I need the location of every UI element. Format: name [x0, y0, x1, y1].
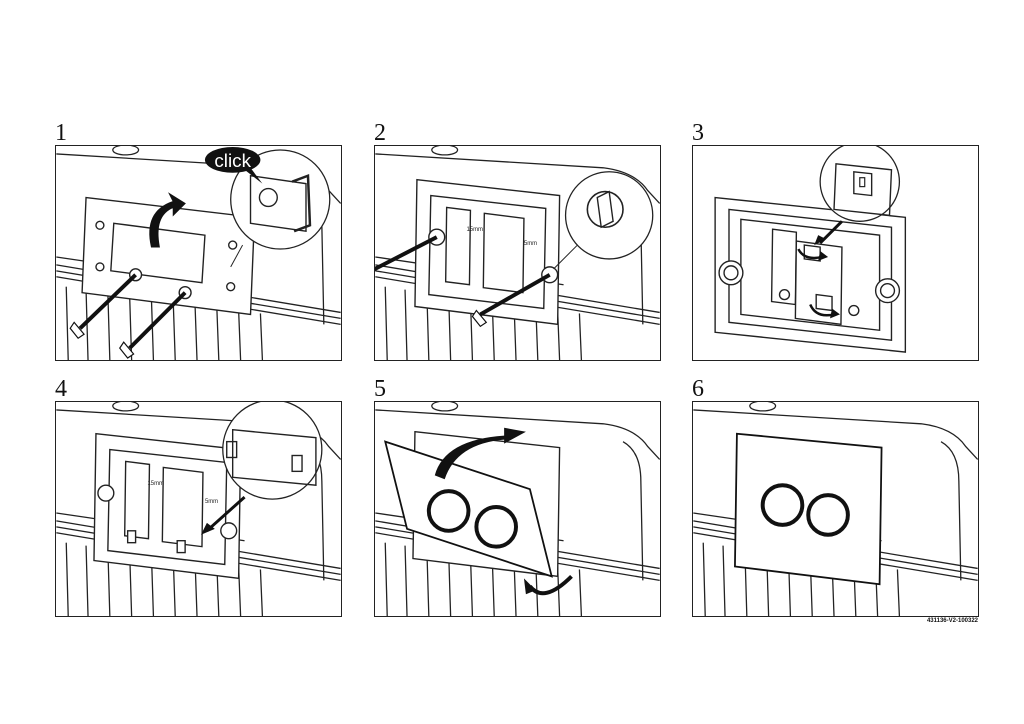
- dimension-label-5mm: 5mm: [524, 241, 537, 247]
- step-1-panel: click: [55, 145, 342, 361]
- step-number-4: 4: [55, 376, 67, 402]
- dimension-label-15mm: 15mm: [147, 481, 164, 487]
- step-number-6: 6: [692, 376, 704, 402]
- step-number-2: 2: [374, 120, 386, 146]
- step-4-panel: 15mm 5mm: [55, 401, 342, 617]
- step-number-3: 3: [692, 120, 704, 146]
- dimension-label-5mm: 5mm: [205, 499, 218, 505]
- step-number-1: 1: [55, 120, 67, 146]
- step-number-5: 5: [374, 376, 386, 402]
- reference-code: 431136-V2-100322: [926, 618, 978, 624]
- step-1-illustration: click: [56, 146, 341, 360]
- step-2-illustration: 15mm 5mm: [375, 146, 660, 360]
- step-6-illustration: [693, 402, 978, 616]
- dimension-label-15mm: 15mm: [466, 227, 483, 233]
- step-2-panel: 15mm 5mm: [374, 145, 661, 361]
- step-5-illustration: [375, 402, 660, 616]
- click-callout: click: [214, 150, 251, 171]
- step-4-illustration: 15mm 5mm: [56, 402, 341, 616]
- step-3-panel: [692, 145, 979, 361]
- step-5-panel: [374, 401, 661, 617]
- step-6-panel: [692, 401, 979, 617]
- step-3-illustration: [714, 146, 907, 353]
